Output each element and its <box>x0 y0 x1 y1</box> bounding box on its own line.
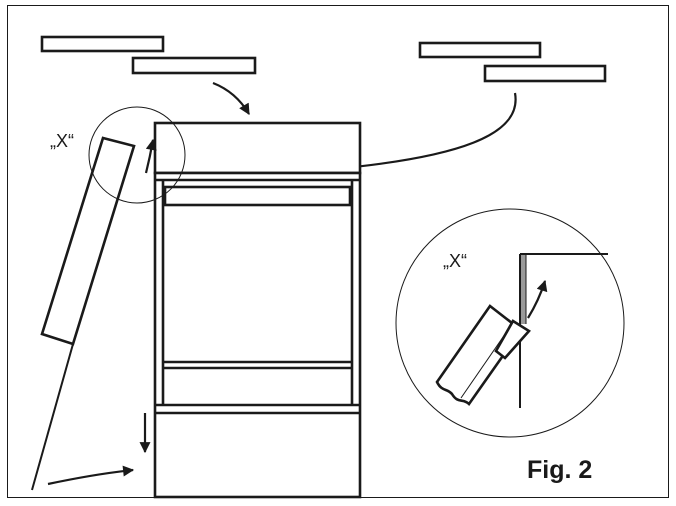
cabinet <box>153 121 362 499</box>
detail-marker-label: „X“ <box>50 131 74 151</box>
loose-panel-2 <box>131 56 257 75</box>
cabinet-top-rail <box>163 185 352 207</box>
push-arrow <box>47 465 135 486</box>
detail-circle-small <box>88 106 186 204</box>
cabinet-top-panel <box>153 121 362 175</box>
leaning-door-panel <box>40 136 136 346</box>
leaning-back-panel-edge <box>31 343 74 491</box>
arrow-to-top-panel <box>212 81 250 115</box>
detail-groove-shade <box>520 254 526 324</box>
detail-door-plank <box>435 304 523 407</box>
detail-small-arrow <box>144 138 157 174</box>
detail-view-x: „X“ <box>395 208 625 438</box>
loose-panel-4 <box>483 64 607 83</box>
loose-panel-3 <box>418 41 542 59</box>
figure-caption: Fig. 2 <box>527 456 592 484</box>
detail-circle-large <box>395 208 625 438</box>
detail-door-tab <box>494 319 531 360</box>
loose-panel-1 <box>40 35 165 53</box>
detail-large-arrow <box>527 279 548 319</box>
detail-title-label: „X“ <box>443 251 467 271</box>
cabinet-body <box>153 171 362 499</box>
